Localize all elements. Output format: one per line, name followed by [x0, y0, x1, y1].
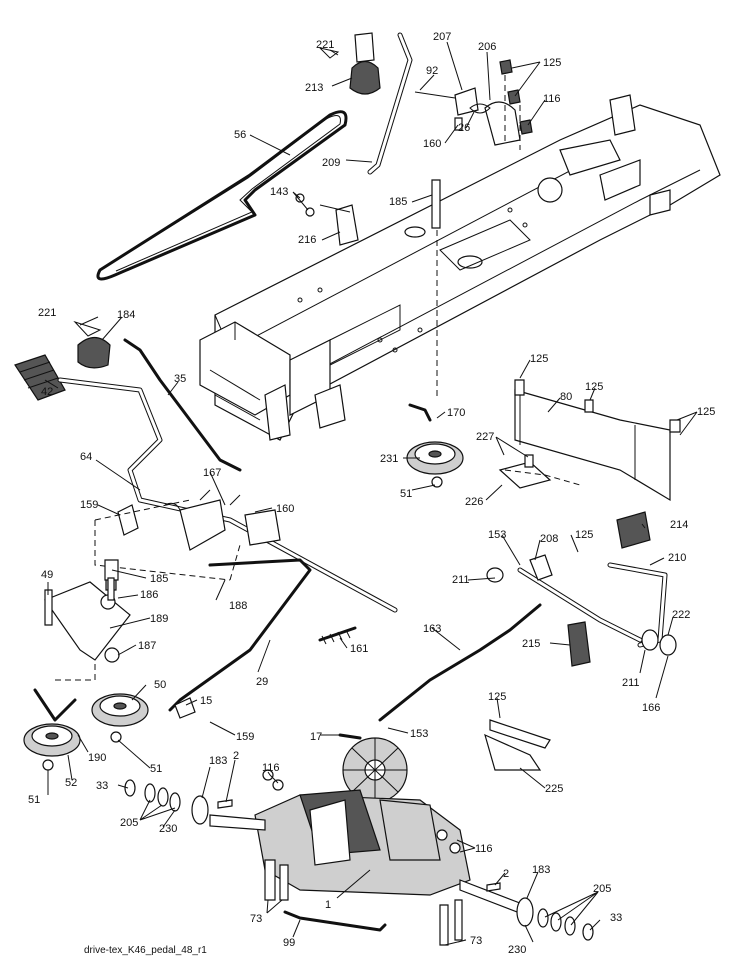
callout-64: 64: [80, 451, 92, 463]
callout-17: 17: [310, 731, 322, 743]
callout-49: 49: [41, 569, 53, 581]
callout-213: 213: [305, 82, 323, 94]
callout-51: 51: [400, 488, 412, 500]
callout-50: 50: [154, 679, 166, 691]
callout-2: 2: [503, 868, 509, 880]
callout-80: 80: [560, 391, 572, 403]
callout-1: 1: [325, 899, 331, 911]
callout-99: 99: [283, 937, 295, 949]
callout-230: 230: [508, 944, 526, 956]
callout-26: 26: [458, 122, 470, 134]
callout-226: 226: [465, 496, 483, 508]
callout-214: 214: [670, 519, 688, 531]
callout-231: 231: [380, 453, 398, 465]
callout-116: 116: [475, 843, 493, 855]
callout-230: 230: [159, 823, 177, 835]
callout-159: 159: [80, 499, 98, 511]
callout-183: 183: [209, 755, 227, 767]
callout-188: 188: [229, 600, 247, 612]
callout-205: 205: [593, 883, 611, 895]
callout-170: 170: [447, 407, 465, 419]
callout-153: 153: [488, 529, 506, 541]
callout-184: 184: [117, 309, 135, 321]
callout-92: 92: [426, 65, 438, 77]
callout-190: 190: [88, 752, 106, 764]
callout-73: 73: [250, 913, 262, 925]
callout-42: 42: [41, 386, 53, 398]
callout-211: 211: [622, 677, 640, 689]
callout-125: 125: [488, 691, 506, 703]
callout-labels: 221 213 207 206 125 92 116 56 160 26 209…: [28, 31, 715, 956]
callout-29: 29: [256, 676, 268, 688]
callout-189: 189: [150, 613, 168, 625]
callout-185: 185: [389, 196, 407, 208]
callout-159: 159: [236, 731, 254, 743]
grip-and-brackets: [14, 320, 398, 613]
callout-73: 73: [470, 935, 482, 947]
callout-207: 207: [433, 31, 451, 43]
callout-125: 125: [575, 529, 593, 541]
callout-163: 163: [423, 623, 441, 635]
callout-167: 167: [203, 467, 221, 479]
diagram-caption: drive-tex_K46_pedal_48_r1: [84, 945, 207, 956]
callout-51: 51: [28, 794, 40, 806]
top-parts: [295, 32, 533, 400]
pedal-bracket: [406, 379, 681, 502]
callout-208: 208: [540, 533, 558, 545]
callout-187: 187: [138, 640, 156, 652]
callout-206: 206: [478, 41, 496, 53]
callout-125: 125: [530, 353, 548, 365]
callout-205: 205: [120, 817, 138, 829]
transaxle: [124, 737, 594, 946]
callout-33: 33: [96, 780, 108, 792]
callout-143: 143: [270, 186, 288, 198]
callout-160: 160: [276, 503, 294, 515]
pedal-assembly: [338, 511, 677, 771]
callout-56: 56: [234, 129, 246, 141]
callout-51: 51: [150, 763, 162, 775]
callout-215: 215: [522, 638, 540, 650]
leader-lines: [44, 41, 698, 946]
callout-185: 185: [150, 573, 168, 585]
callout-125: 125: [585, 381, 603, 393]
brake-linkage: [94, 489, 357, 719]
callout-221: 221: [38, 307, 56, 319]
callout-221: 221: [316, 39, 334, 51]
callout-15: 15: [200, 695, 212, 707]
callout-125: 125: [697, 406, 715, 418]
callout-210: 210: [668, 552, 686, 564]
callout-225: 225: [545, 783, 563, 795]
callout-186: 186: [140, 589, 158, 601]
callout-183: 183: [532, 864, 550, 876]
callout-160: 160: [423, 138, 441, 150]
callout-125: 125: [543, 57, 561, 69]
callout-211: 211: [452, 574, 470, 586]
callout-166: 166: [642, 702, 660, 714]
frame-chassis: [199, 94, 721, 441]
callout-227: 227: [476, 431, 494, 443]
callout-161: 161: [350, 643, 368, 655]
callout-2: 2: [233, 750, 239, 762]
callout-153: 153: [410, 728, 428, 740]
callout-116: 116: [262, 762, 280, 774]
callout-222: 222: [672, 609, 690, 621]
callout-33: 33: [610, 912, 622, 924]
callout-116: 116: [543, 93, 561, 105]
callout-52: 52: [65, 777, 77, 789]
callout-35: 35: [174, 373, 186, 385]
drive-belt: [96, 110, 348, 281]
callout-209: 209: [322, 157, 340, 169]
callout-216: 216: [298, 234, 316, 246]
left-idler-assembly: [23, 559, 149, 771]
